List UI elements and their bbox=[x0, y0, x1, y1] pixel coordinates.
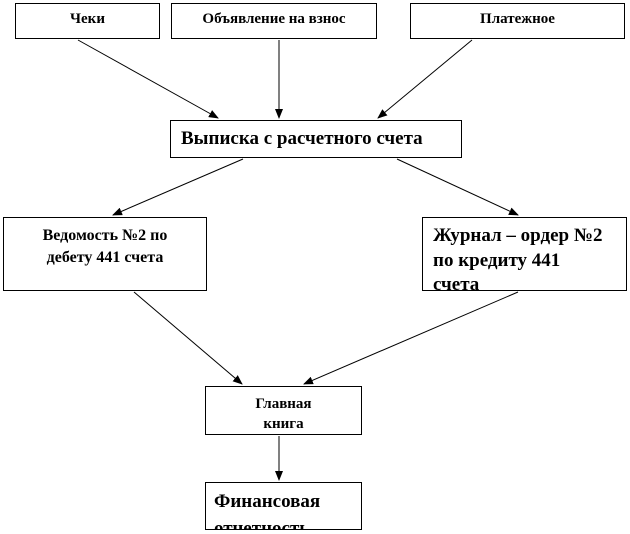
node-vypiska-s-raschetnogo-scheta: Выписка с расчетного счета bbox=[170, 120, 462, 158]
node-finansovaya-label-line-2: отчетность bbox=[214, 517, 310, 530]
arrow-cheki-to-vypiska bbox=[77, 39, 219, 119]
node-glavnaya-kniga: Главная книга bbox=[205, 386, 362, 435]
node-zhurnal-label-line-1: Журнал – ордер №2 bbox=[433, 225, 603, 246]
node-obyavlenie-label: Объявление на взнос bbox=[202, 11, 346, 27]
node-obyavlenie-na-vznos: Объявление на взнос bbox=[171, 3, 377, 39]
node-finansovaya-otchetnost: Финансовая отчетность bbox=[205, 482, 362, 530]
node-vedomost-label-line-1: Ведомость №2 по bbox=[42, 227, 168, 244]
node-glavnaya-label-line-1: Главная bbox=[255, 396, 312, 412]
node-glavnaya-label-line-2: книга bbox=[263, 416, 304, 433]
node-platezhnoe-label: Платежное bbox=[480, 11, 555, 27]
arrow-platezhnoe-to-vypiska bbox=[377, 39, 473, 119]
node-platezhnoe: Платежное bbox=[410, 3, 625, 39]
node-vedomost-label-line-2: дебету 441 счета bbox=[46, 249, 164, 267]
arrow-vypiska-to-zhurnal bbox=[396, 158, 519, 216]
node-cheki-label: Чеки bbox=[70, 11, 105, 27]
arrow-zhurnal-to-glavnaya bbox=[303, 291, 519, 385]
node-vypiska-label: Выписка с расчетного счета bbox=[181, 128, 423, 149]
arrow-vedomost-to-glavnaya bbox=[133, 291, 243, 385]
node-vedomost-2: Ведомость №2 по дебету 441 счета bbox=[3, 217, 207, 291]
node-finansovaya-label-line-1: Финансовая bbox=[214, 491, 321, 512]
arrow-vypiska-to-vedomost bbox=[112, 158, 244, 216]
node-zhurnal-order-2: Журнал – ордер №2 по кредиту 441 счета bbox=[422, 217, 627, 291]
node-zhurnal-label-line-3: счета bbox=[433, 274, 480, 291]
node-zhurnal-label-line-2: по кредиту 441 bbox=[433, 249, 561, 271]
node-cheki: Чеки bbox=[15, 3, 160, 39]
